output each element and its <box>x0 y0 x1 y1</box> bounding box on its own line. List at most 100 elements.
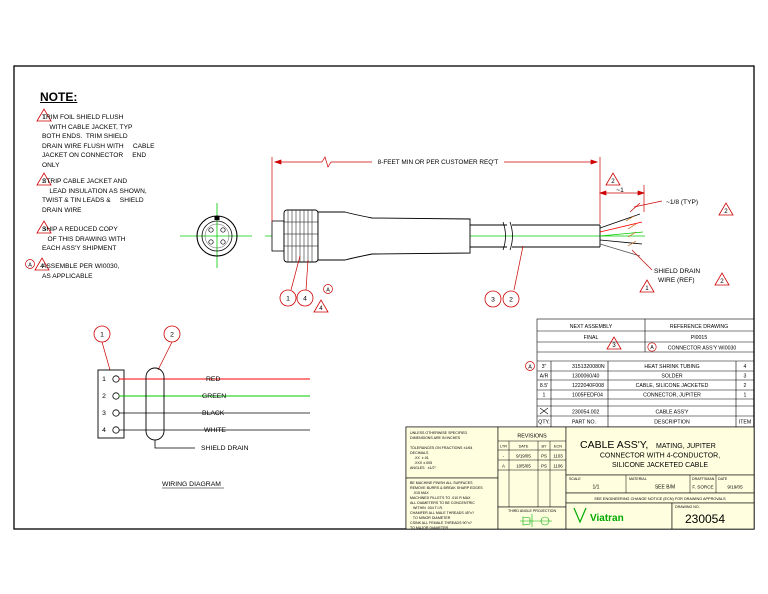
svg-text:1: 1 <box>102 376 106 383</box>
wiring-balloon-1: 1 <box>100 332 104 339</box>
svg-text:DATE: DATE <box>519 445 529 449</box>
svg-text:1: 1 <box>42 114 46 121</box>
balloon-item-4: 4 <box>303 296 307 303</box>
svg-text:SEE ENGINEERING CHANGE NOTICE: SEE ENGINEERING CHANGE NOTICE (ECN) FOR … <box>594 497 726 501</box>
svg-text:A: A <box>502 464 505 469</box>
svg-text:4: 4 <box>744 364 747 370</box>
svg-text:REFERENCE DRAWING: REFERENCE DRAWING <box>670 324 728 330</box>
svg-text:1300060/40: 1300060/40 <box>572 374 600 380</box>
shield-drain-ref-line1: SHIELD DRAIN <box>654 268 700 275</box>
svg-text:2: 2 <box>720 278 724 285</box>
length-dimension <box>271 156 601 224</box>
svg-text:A: A <box>326 287 330 293</box>
svg-text:WHITE: WHITE <box>204 427 226 434</box>
svg-text:4: 4 <box>102 427 106 434</box>
svg-text:CONNECTOR WITH 4-CONDUCTOR,: CONNECTOR WITH 4-CONDUCTOR, <box>600 453 720 460</box>
balloon-item-1: 1 <box>286 296 290 303</box>
svg-text:3": 3" <box>542 364 547 370</box>
pin-numbers: 1 2 3 4 <box>102 376 106 434</box>
svg-text:4: 4 <box>40 263 44 270</box>
shield-drain-ref-line2: WIRE (REF) <box>658 277 695 284</box>
svg-text:REVISIONS: REVISIONS <box>517 434 547 440</box>
svg-text:A/R: A/R <box>540 374 549 380</box>
svg-text:PART NO.: PART NO. <box>572 420 596 426</box>
svg-text:1106: 1106 <box>553 464 563 469</box>
svg-text:MATING, JUPITER: MATING, JUPITER <box>656 443 716 450</box>
svg-text:BY: BY <box>541 445 547 449</box>
svg-text:2: 2 <box>744 383 747 389</box>
tolerance-block: UNLESS OTHERWISE SPECIFIED DIMENSIONS AR… <box>410 431 473 470</box>
svg-text:CABLE ASS'Y: CABLE ASS'Y <box>656 410 690 416</box>
svg-text:1: 1 <box>744 393 747 399</box>
svg-text:3: 3 <box>42 226 46 233</box>
svg-text:PS: PS <box>541 464 547 469</box>
svg-text:230054.002: 230054.002 <box>572 410 600 416</box>
machining-notes-block: BE MACHINE FINISH ALL SURFACES REMOVE BU… <box>410 481 483 530</box>
note-4-text: ASSEMBLE PER WI0030, AS APPLICABLE <box>42 263 120 280</box>
svg-text:CONNECTOR, JUPITER: CONNECTOR, JUPITER <box>643 393 701 399</box>
lead-dimension-text: ~1/8 (TYP) <box>666 199 698 206</box>
balloon-item-3: 3 <box>491 297 495 304</box>
balloon-item-2: 2 <box>509 297 513 304</box>
wire-labels: RED GREEN BLACK WHITE SHIELD DRAIN <box>201 376 249 452</box>
cable-view-balloons <box>279 289 520 308</box>
svg-text:ECN: ECN <box>554 445 562 449</box>
svg-text:SCALE: SCALE <box>569 477 581 481</box>
revision-marker-note4 <box>25 259 35 269</box>
svg-text:DATE: DATE <box>718 477 728 481</box>
svg-text:1103: 1103 <box>553 454 563 459</box>
cable-view-flags <box>313 172 734 313</box>
svg-text:SOLDER: SOLDER <box>661 374 683 380</box>
svg-text:3151320080N: 3151320080N <box>572 364 605 370</box>
svg-text:MATERIAL: MATERIAL <box>629 477 647 481</box>
length-dimension-text: 8-FEET MIN OR PER CUSTOMER REQ'T <box>378 159 499 166</box>
sheet-border <box>13 65 755 530</box>
svg-text:BLACK: BLACK <box>202 410 225 417</box>
svg-text:A: A <box>28 262 32 268</box>
note-flags <box>34 108 52 271</box>
svg-text:3: 3 <box>744 374 747 380</box>
wiring-diagram <box>93 325 310 489</box>
svg-text:NEXT ASSEMBLY: NEXT ASSEMBLY <box>570 324 613 330</box>
svg-text:2: 2 <box>724 208 728 215</box>
balloon-leaders <box>290 245 524 291</box>
svg-text:10/5/05: 10/5/05 <box>516 464 531 469</box>
svg-text:1: 1 <box>543 393 546 399</box>
svg-text:PS: PS <box>541 454 547 459</box>
svg-text:ITEM: ITEM <box>739 420 751 426</box>
drawing-title: CABLE ASS'Y, <box>580 439 648 451</box>
svg-text:THIRD ANGLE PROJECTION: THIRD ANGLE PROJECTION <box>508 509 557 513</box>
svg-text:LTR: LTR <box>500 445 507 449</box>
title-block <box>405 426 755 530</box>
svg-text:2: 2 <box>42 178 46 185</box>
svg-text:8.5': 8.5' <box>540 383 548 389</box>
svg-text:3: 3 <box>612 343 616 349</box>
strip-dimension-text: ~1 <box>616 187 624 194</box>
svg-text:DRAWING NO.: DRAWING NO. <box>675 505 700 509</box>
cable-view-flag-numbers: 2 2 2 1 4 <box>319 178 728 312</box>
svg-text:SILICONE JACKETED CABLE: SILICONE JACKETED CABLE <box>612 462 708 469</box>
svg-text:F. SORCE: F. SORCE <box>692 485 713 490</box>
title-block-text: REVISIONS LTR DATE BY ECN - 9/19/05 PS 1… <box>500 434 743 527</box>
svg-text:CONNECTOR ASS'Y WI0030: CONNECTOR ASS'Y WI0030 <box>668 346 737 352</box>
svg-text:-: - <box>503 454 505 459</box>
svg-text:DESCRIPTION: DESCRIPTION <box>654 420 690 426</box>
svg-text:9/19/05: 9/19/05 <box>727 485 743 490</box>
svg-text:2: 2 <box>611 178 615 185</box>
svg-text:A: A <box>528 364 532 370</box>
svg-text:FINAL: FINAL <box>584 335 599 341</box>
svg-text:9/19/05: 9/19/05 <box>516 454 531 459</box>
notes-title: NOTE: <box>40 90 78 104</box>
strip-dimension <box>598 185 663 213</box>
svg-text:2: 2 <box>102 393 106 400</box>
note-1-text: TRIM FOIL SHIELD FLUSH WITH CABLE JACKET… <box>42 114 155 169</box>
connector-end-view <box>180 203 252 268</box>
note-2-text: STRIP CABLE JACKET AND LEAD INSULATION A… <box>42 178 147 214</box>
svg-text:SHIELD DRAIN: SHIELD DRAIN <box>201 445 249 452</box>
drawing-number: 230054 <box>685 512 725 526</box>
svg-text:3: 3 <box>102 410 106 417</box>
svg-text:1: 1 <box>645 285 649 292</box>
svg-text:CABLE, SILICONE JACKETED: CABLE, SILICONE JACKETED <box>636 383 709 389</box>
svg-text:GREEN: GREEN <box>202 393 226 400</box>
